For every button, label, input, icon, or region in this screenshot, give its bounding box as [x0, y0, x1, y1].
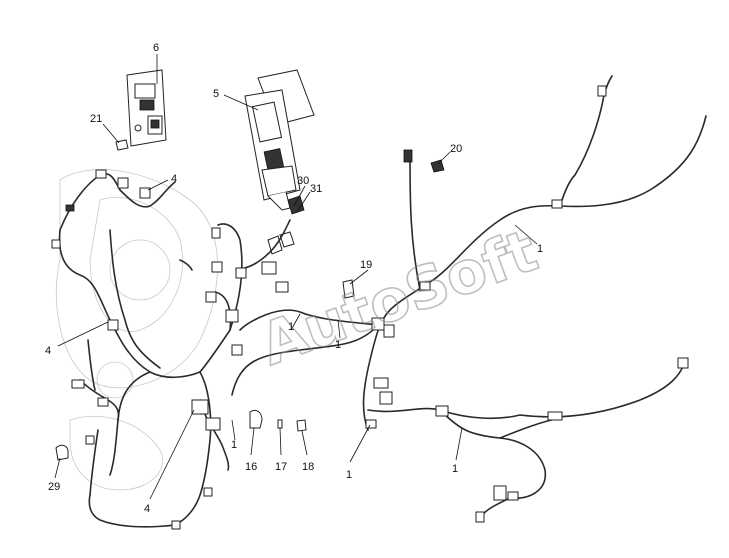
callout-1a: 1 [537, 243, 543, 255]
parts-16-17-18 [249, 409, 307, 432]
callout-16: 16 [245, 461, 257, 473]
callout-leaders [54, 54, 538, 500]
callout-6: 6 [153, 42, 159, 54]
watermark-text: AutoSoft [252, 216, 546, 379]
connector-part-20 [430, 159, 445, 173]
callout-19: 19 [360, 259, 372, 271]
callout-20: 20 [450, 143, 462, 155]
callout-29: 29 [48, 481, 60, 493]
callout-1c: 1 [335, 339, 341, 351]
harness-connectors [51, 85, 689, 530]
callout-31: 31 [310, 183, 322, 195]
engine-ghost-outline [55, 169, 218, 491]
callout-1b: 1 [288, 321, 294, 333]
connector-part-19 [342, 279, 355, 299]
callout-1e: 1 [346, 469, 352, 481]
callout-30: 30 [297, 175, 309, 187]
connector-part-29 [55, 444, 69, 461]
left-harness-part-4 [58, 172, 291, 528]
callout-4c: 4 [144, 503, 150, 515]
relay-bracket-part-6 [126, 69, 167, 147]
callout-4a: 4 [171, 173, 177, 185]
callout-1f: 1 [452, 463, 458, 475]
callout-21: 21 [90, 113, 102, 125]
callout-5: 5 [213, 88, 219, 100]
callout-18: 18 [302, 461, 314, 473]
control-unit-part-5 [244, 69, 315, 211]
callout-17: 17 [275, 461, 287, 473]
callout-4b: 4 [45, 345, 51, 357]
callout-labels: 6 5 21 4 30 31 20 19 1 1 1 4 1 16 17 18 … [45, 42, 543, 515]
callout-1d: 1 [231, 439, 237, 451]
